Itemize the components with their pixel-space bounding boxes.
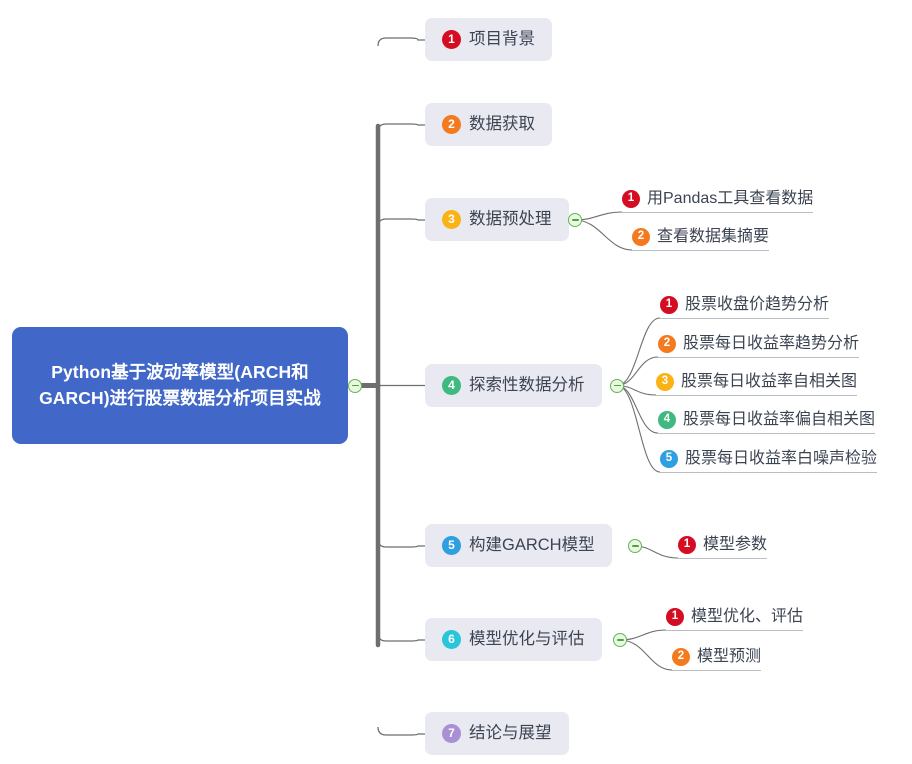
leaf-label-4-4: 股票每日收益率偏自相关图 (683, 411, 876, 429)
leaf-badge-4-3: 3 (656, 373, 674, 391)
root-node[interactable]: Python基于波动率模型(ARCH和GARCH)进行股票数据分析项目实战 (12, 327, 348, 444)
branch-label-6: 模型优化与评估 (469, 630, 585, 649)
branch-node-7[interactable]: 7 结论与展望 (425, 712, 569, 755)
leaf-label-4-2: 股票每日收益率趋势分析 (683, 335, 860, 353)
branch-node-2[interactable]: 2 数据获取 (425, 103, 552, 146)
leaf-badge-6-2: 2 (672, 648, 690, 666)
leaf-badge-3-1: 1 (622, 190, 640, 208)
minus-icon (571, 219, 579, 221)
minus-icon (631, 545, 639, 547)
branch-badge-7: 7 (442, 724, 461, 743)
leaf-node-3-2[interactable]: 2 查看数据集摘要 (632, 228, 770, 251)
leaf-label-6-1: 模型优化、评估 (691, 608, 804, 626)
leaf-node-3-1[interactable]: 1 用Pandas工具查看数据 (622, 190, 814, 213)
leaf-badge-5-1: 1 (678, 536, 696, 554)
root-title: Python基于波动率模型(ARCH和GARCH)进行股票数据分析项目实战 (39, 362, 321, 408)
collapse-toggle-branch-5[interactable] (628, 539, 642, 553)
leaf-label-4-3: 股票每日收益率自相关图 (681, 373, 858, 391)
branch-badge-3: 3 (442, 210, 461, 229)
collapse-toggle-branch-6[interactable] (613, 633, 627, 647)
leaf-node-4-4[interactable]: 4 股票每日收益率偏自相关图 (658, 411, 876, 434)
branch-node-1[interactable]: 1 项目背景 (425, 18, 552, 61)
leaf-label-3-2: 查看数据集摘要 (657, 228, 770, 246)
leaf-label-5-1: 模型参数 (703, 536, 768, 554)
minus-icon (351, 384, 359, 387)
branch-badge-1: 1 (442, 30, 461, 49)
leaf-label-3-1: 用Pandas工具查看数据 (647, 190, 814, 208)
branch-badge-5: 5 (442, 536, 461, 555)
leaf-badge-4-2: 2 (658, 335, 676, 353)
collapse-toggle-root[interactable] (348, 378, 362, 393)
branch-badge-4: 4 (442, 376, 461, 395)
collapse-toggle-branch-3[interactable] (568, 213, 582, 227)
branch-label-1: 项目背景 (469, 30, 535, 49)
collapse-toggle-branch-4[interactable] (610, 378, 624, 393)
minus-icon (613, 384, 621, 387)
branch-label-2: 数据获取 (469, 115, 535, 134)
leaf-badge-6-1: 1 (666, 608, 684, 626)
leaf-node-4-2[interactable]: 2 股票每日收益率趋势分析 (658, 335, 860, 358)
branch-badge-6: 6 (442, 630, 461, 649)
leaf-node-4-3[interactable]: 3 股票每日收益率自相关图 (656, 373, 858, 396)
branch-label-5: 构建GARCH模型 (469, 536, 595, 555)
leaf-badge-4-5: 5 (660, 450, 678, 468)
leaf-label-4-5: 股票每日收益率白噪声检验 (685, 450, 878, 468)
branch-label-3: 数据预处理 (469, 210, 552, 229)
branch-node-4[interactable]: 4 探索性数据分析 (425, 364, 602, 407)
branch-node-5[interactable]: 5 构建GARCH模型 (425, 524, 612, 567)
leaf-node-4-5[interactable]: 5 股票每日收益率白噪声检验 (660, 450, 878, 473)
leaf-badge-3-2: 2 (632, 228, 650, 246)
branch-label-7: 结论与展望 (469, 724, 552, 743)
leaf-node-6-1[interactable]: 1 模型优化、评估 (666, 608, 804, 631)
leaf-badge-4-4: 4 (658, 411, 676, 429)
leaf-node-4-1[interactable]: 1 股票收盘价趋势分析 (660, 296, 830, 319)
branch-label-4: 探索性数据分析 (469, 376, 585, 395)
leaf-label-6-2: 模型预测 (697, 648, 762, 666)
leaf-badge-4-1: 1 (660, 296, 678, 314)
leaf-label-4-1: 股票收盘价趋势分析 (685, 296, 830, 314)
branch-badge-2: 2 (442, 115, 461, 134)
leaf-node-6-2[interactable]: 2 模型预测 (672, 648, 762, 671)
leaf-node-5-1[interactable]: 1 模型参数 (678, 536, 768, 559)
minus-icon (616, 639, 624, 641)
branch-node-6[interactable]: 6 模型优化与评估 (425, 618, 602, 661)
branch-node-3[interactable]: 3 数据预处理 (425, 198, 569, 241)
